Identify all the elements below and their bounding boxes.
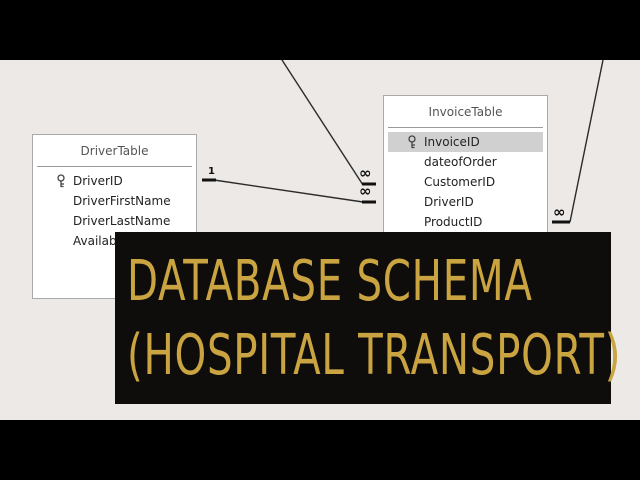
field-driver-availability[interactable]: Availab <box>33 231 196 251</box>
field-label: DriverLastName <box>73 214 171 228</box>
field-invoice-customerid[interactable]: CustomerID <box>384 172 547 192</box>
invoice-table[interactable]: InvoiceTable InvoiceID dateofOrder Custo… <box>383 95 548 245</box>
relationship-line-customerid <box>281 60 364 186</box>
field-label: DriverID <box>424 195 474 209</box>
field-driver-driverid[interactable]: DriverID <box>33 171 196 191</box>
field-invoice-invoiceid[interactable]: InvoiceID <box>388 132 543 152</box>
field-label: DriverID <box>73 174 123 188</box>
banner-title: DATABASE SCHEMA <box>127 249 533 314</box>
field-label: InvoiceID <box>424 135 480 149</box>
invoice-field-list: InvoiceID dateofOrder CustomerID DriverI… <box>384 128 547 232</box>
cardinality-many-label-productid: ∞ <box>553 203 566 221</box>
field-label: Availab <box>73 234 117 248</box>
field-label: DriverFirstName <box>73 194 171 208</box>
relationship-line-productid <box>569 60 604 223</box>
driver-field-list: DriverID DriverFirstName DriverLastName … <box>33 167 196 251</box>
primary-key-icon <box>408 135 416 149</box>
field-invoice-dateoforder[interactable]: dateofOrder <box>384 152 547 172</box>
driver-table-divider <box>37 166 192 167</box>
field-label: dateofOrder <box>424 155 497 169</box>
title-banner: DATABASE SCHEMA (HOSPITAL TRANSPORT) <box>115 232 620 404</box>
field-driver-firstname[interactable]: DriverFirstName <box>33 191 196 211</box>
field-invoice-driverid[interactable]: DriverID <box>384 192 547 212</box>
banner-subtitle: (HOSPITAL TRANSPORT) <box>127 323 622 388</box>
cardinality-many-label-customerid: ∞ <box>359 164 372 182</box>
cardinality-many-label-driverid: ∞ <box>359 182 372 200</box>
field-invoice-productid[interactable]: ProductID <box>384 212 547 232</box>
relationship-lines: 1 ∞ ∞ ∞ <box>202 60 604 224</box>
field-driver-lastname[interactable]: DriverLastName <box>33 211 196 231</box>
invoice-table-title[interactable]: InvoiceTable <box>428 105 503 119</box>
driver-table-title[interactable]: DriverTable <box>80 144 149 158</box>
cardinality-one-label: 1 <box>208 166 215 177</box>
field-label: CustomerID <box>424 175 496 189</box>
invoice-table-divider <box>388 127 543 128</box>
field-label: ProductID <box>424 215 483 229</box>
relationship-line-driverid <box>213 179 364 203</box>
primary-key-icon <box>57 174 65 188</box>
